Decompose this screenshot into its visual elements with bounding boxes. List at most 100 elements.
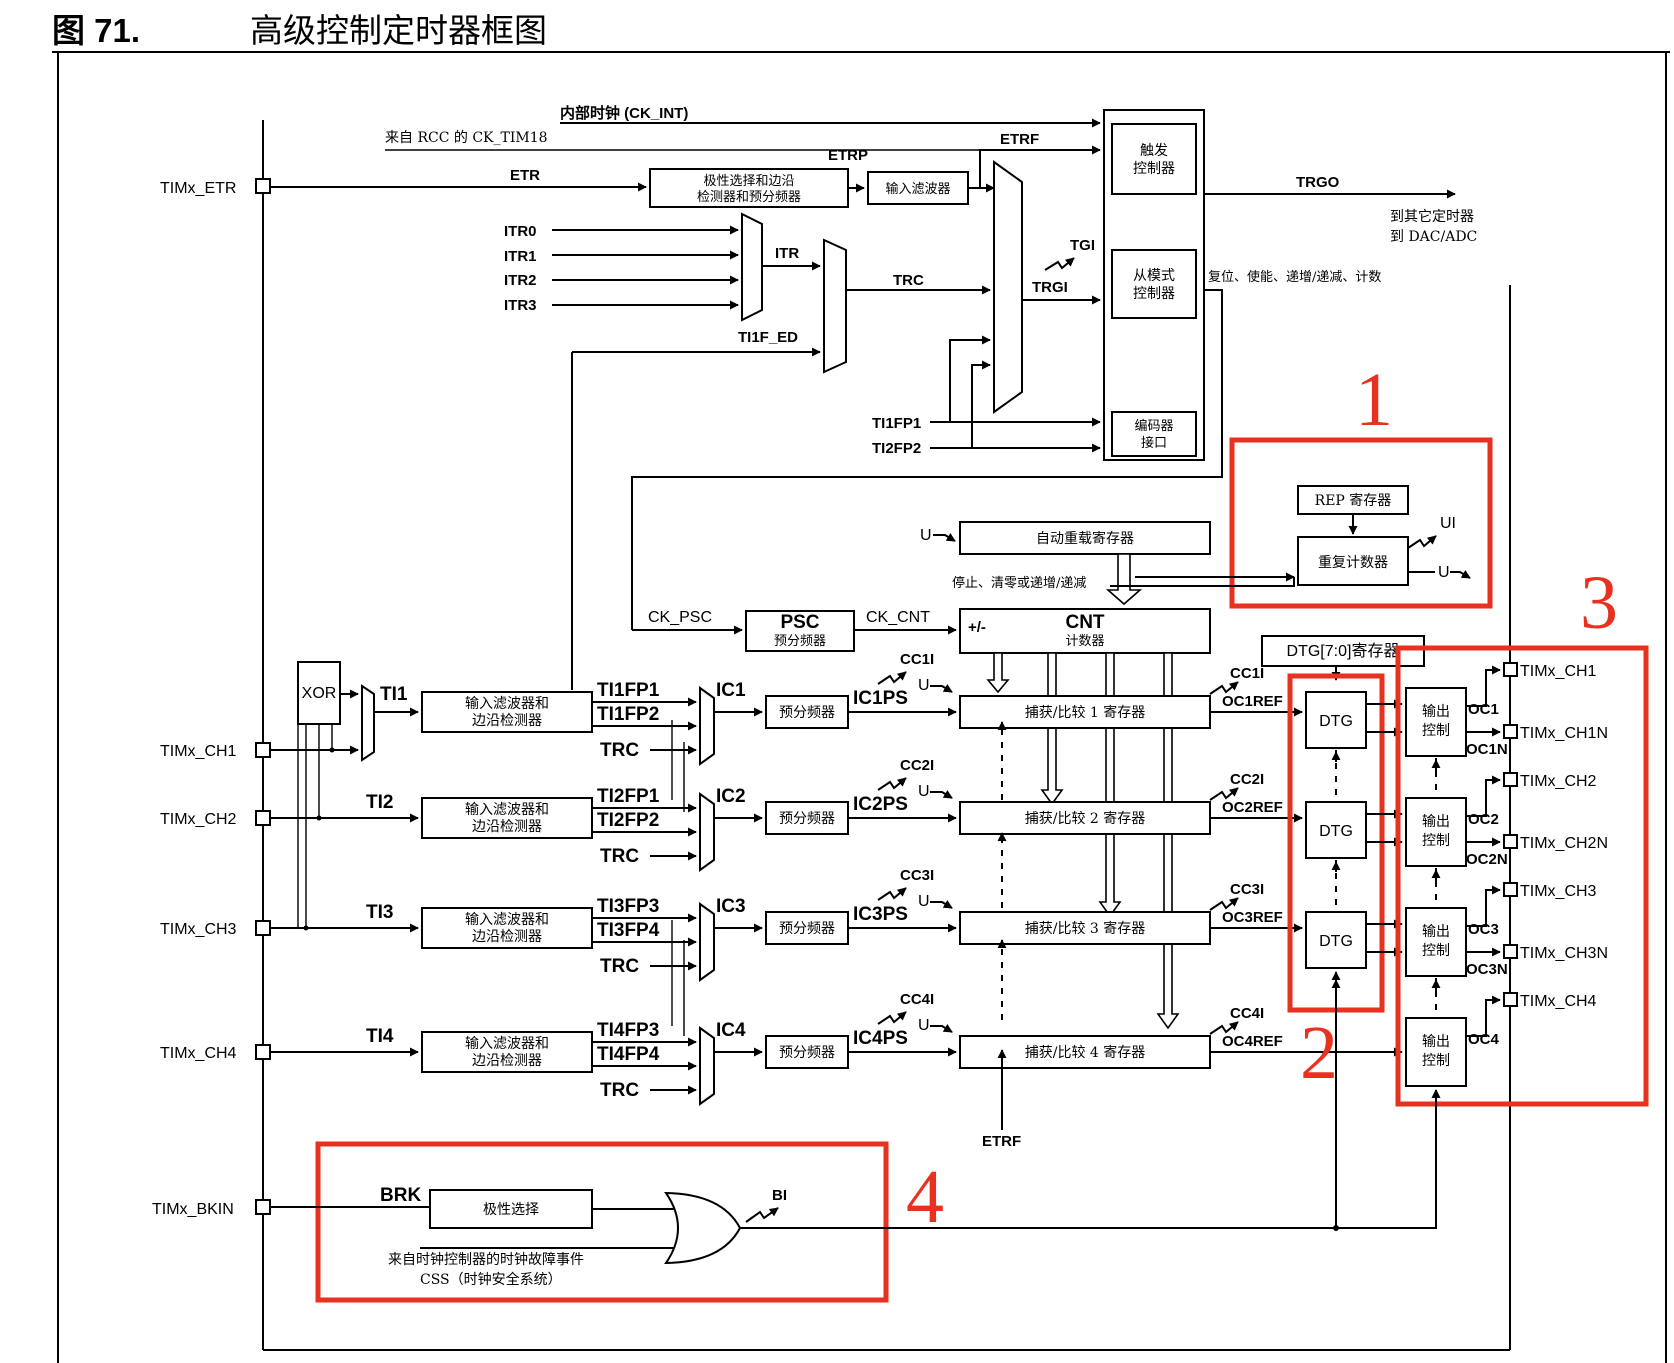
highlight-box-3 <box>1395 645 1649 1107</box>
out-pin-1a <box>1503 662 1518 677</box>
out-ctrl-line2-1: 控制 <box>1422 723 1450 739</box>
slave-ctrl-line2: 控制器 <box>1133 286 1175 302</box>
out-pin-2b <box>1503 834 1518 849</box>
break-or-gate <box>664 1191 742 1265</box>
out-pin-label-4a: TIMx_CH4 <box>1520 993 1597 1010</box>
itr0-label: ITR0 <box>504 223 537 240</box>
ocref-label-ch3: OC3REF <box>1222 909 1283 926</box>
cc-out-label-ch1: CC1I <box>1230 665 1264 682</box>
ocn-label-2: OC2N <box>1466 851 1508 868</box>
out-pin-label-3b: TIMx_CH3N <box>1520 945 1608 962</box>
input-pin-label-ch1: TIMx_CH1 <box>160 743 237 760</box>
highlight-box-1 <box>1229 437 1493 609</box>
trgi-label: TRGI <box>1032 279 1068 296</box>
filter-line1-ch1: 输入滤波器和 <box>465 696 549 712</box>
cci-icon-ch4 <box>877 1011 907 1025</box>
cci-icon-ch2 <box>877 777 907 791</box>
capture-compare-register-ch3 <box>959 911 1211 945</box>
out-ctrl-line1-1: 输出 <box>1422 704 1450 720</box>
ccr-label-ch1: 捕获/比较 1 寄存器 <box>1025 704 1146 721</box>
ic-label-ch3: IC3 <box>716 896 746 917</box>
stop-clear-label: 停止、清零或递增/递减 <box>952 575 1086 591</box>
out-pin-label-2a: TIMx_CH2 <box>1520 773 1597 790</box>
fpa-label-ch3: TI3FP3 <box>597 896 659 917</box>
prescaler-ch1 <box>765 695 849 729</box>
annotation-3: 3 <box>1580 561 1618 645</box>
output-controls: 输出控制OC1OC1NTIMx_CH1TIMx_CH1N输出控制OC2OC2NT… <box>1405 662 1608 1102</box>
junction-ch1 <box>329 747 335 753</box>
cci-label-ch1: CC1I <box>900 651 934 668</box>
fpa-label-ch4: TI4FP3 <box>597 1020 659 1041</box>
break-junction <box>1333 1225 1339 1231</box>
slave-mode-controller <box>1111 249 1197 319</box>
fpb-label-ch3: TI3FP4 <box>597 920 660 941</box>
etrf-bottom-label: ETRF <box>982 1133 1021 1150</box>
oc-label-1: OC1 <box>1468 701 1499 718</box>
u-label-ch2: U <box>918 783 930 800</box>
filter-line1-ch2: 输入滤波器和 <box>465 802 549 818</box>
ti1fp1-to-mux <box>949 335 991 422</box>
cc-out-label-ch4: CC4I <box>1230 1005 1264 1022</box>
prescaler-label-ch2: 预分频器 <box>779 811 835 827</box>
u-out-arrow <box>1450 569 1471 579</box>
ti-label-ch2: TI2 <box>366 792 393 813</box>
out-ctrl-line1-3: 输出 <box>1422 924 1450 940</box>
arr-to-cnt-arrow <box>1105 553 1143 606</box>
trc-label-ch1: TRC <box>600 740 639 761</box>
cc-out-icon-ch2 <box>1209 787 1239 801</box>
itr-label: ITR <box>775 245 799 262</box>
ck-cnt-label: CK_CNT <box>866 609 930 626</box>
slave-outputs-label: 复位、使能、递增/递减、计数 <box>1208 269 1381 285</box>
prescaler-ch4 <box>765 1035 849 1069</box>
arr-u-label: U <box>920 527 932 544</box>
bkin-pin-label: TIMx_BKIN <box>152 1201 234 1218</box>
itr-mux <box>741 212 763 322</box>
trc-label-ch3: TRC <box>600 956 639 977</box>
ti-label-ch4: TI4 <box>366 1026 394 1047</box>
cc-out-label-ch2: CC2I <box>1230 771 1264 788</box>
out-pin-3a <box>1503 882 1518 897</box>
arr-label: 自动重载寄存器 <box>1036 530 1134 547</box>
out-pin-label-1b: TIMx_CH1N <box>1520 725 1608 742</box>
ti1f-ed-label: TI1F_ED <box>738 329 798 346</box>
stop-line <box>1110 577 1295 587</box>
trgo-dest2: 到 DAC/ADC <box>1390 229 1477 245</box>
encoder-line2: 接口 <box>1141 435 1167 451</box>
filter-line2-ch2: 边沿检测器 <box>472 819 542 835</box>
trgo-dest1: 到其它定时器 <box>1390 208 1474 225</box>
out-pin-1b <box>1503 724 1518 739</box>
out-pin-label-3a: TIMx_CH3 <box>1520 883 1597 900</box>
prescaler-ch3 <box>765 911 849 945</box>
edge-det-line2: 检测器和预分频器 <box>697 190 801 205</box>
ti2fp2-top-label: TI2FP2 <box>872 440 921 457</box>
cc-out-icon-ch3 <box>1209 897 1239 911</box>
cci-icon-ch3 <box>877 887 907 901</box>
trigger-ctrl-line1: 触发 <box>1140 143 1168 159</box>
annotation-2: 2 <box>1300 1011 1338 1095</box>
fpa-label-ch2: TI2FP1 <box>597 786 660 807</box>
trc-label: TRC <box>893 272 924 289</box>
figure-number: 图 71. <box>52 12 140 49</box>
oc-label-3: OC3 <box>1468 921 1499 938</box>
css-line2: CSS（时钟安全系统） <box>420 1271 562 1288</box>
oc-wire-3 <box>1466 885 1501 927</box>
dtg-label-1: DTG <box>1319 713 1353 730</box>
ic-label-ch2: IC2 <box>716 786 746 807</box>
ti2fp2-to-mux <box>971 360 991 448</box>
out-pin-4a <box>1503 992 1518 1007</box>
xor-block <box>297 661 341 725</box>
cci-label-ch4: CC4I <box>900 991 934 1008</box>
polarity-label: 极性选择 <box>483 1202 539 1218</box>
etrf-label: ETRF <box>1000 131 1039 148</box>
out-ctrl-line1-2: 输出 <box>1422 814 1450 830</box>
ic-mux-ch1 <box>699 686 715 766</box>
highlight-box-4 <box>315 1141 889 1303</box>
trc-label-ch2: TRC <box>600 846 639 867</box>
ocn-label-3: OC3N <box>1466 961 1508 978</box>
out-ctrl-line1-4: 输出 <box>1422 1034 1450 1050</box>
ic-label-ch4: IC4 <box>716 1020 746 1041</box>
ccr-label-ch3: 捕获/比较 3 寄存器 <box>1025 920 1146 937</box>
ti-label-ch3: TI3 <box>366 902 393 923</box>
